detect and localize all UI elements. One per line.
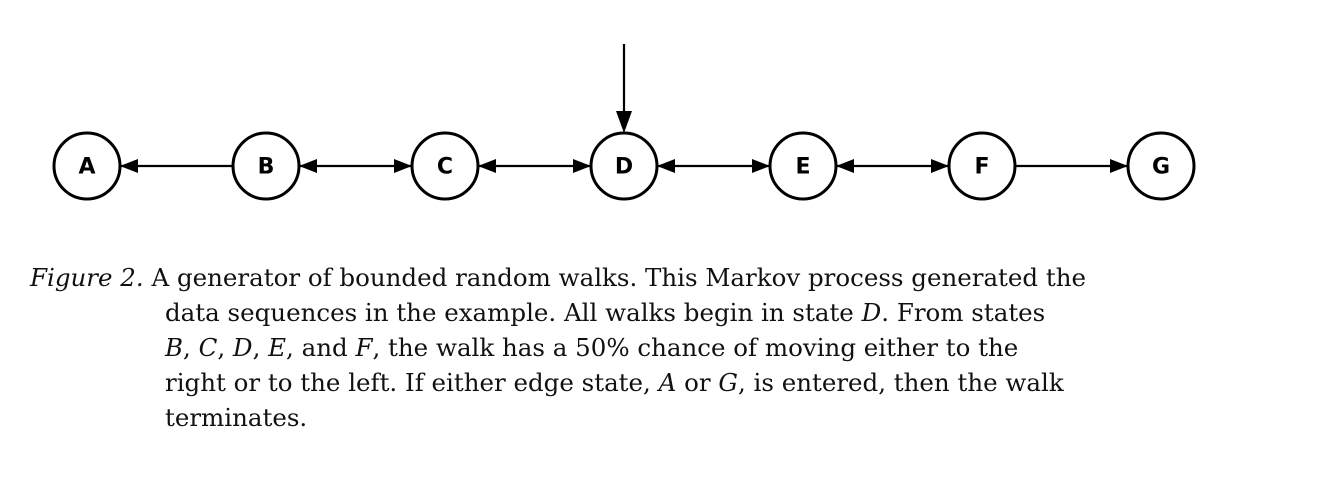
- caption-text: right or to the left. If either edge sta…: [165, 368, 659, 397]
- state-symbol: D: [861, 298, 882, 327]
- edges-layer: [120, 159, 1128, 173]
- arrowhead-f-to-g: [1110, 159, 1128, 173]
- arrowhead-b-to-c: [394, 159, 412, 173]
- caption-text: , the walk has a 50% chance of moving ei…: [372, 333, 1019, 362]
- caption-text: ,: [217, 333, 233, 362]
- state-node-b: B: [231, 131, 301, 201]
- state-symbol: G: [718, 368, 738, 397]
- figure-caption: Figure 2. A generator of bounded random …: [30, 260, 1280, 435]
- start-arrowhead: [616, 111, 632, 133]
- arrowhead-e-to-d: [657, 159, 675, 173]
- arrowhead-c-to-d: [573, 159, 591, 173]
- arrowhead-c-to-b: [299, 159, 317, 173]
- state-label: B: [258, 155, 275, 180]
- state-node-g: G: [1126, 131, 1196, 201]
- state-node-e: E: [768, 131, 838, 201]
- arrowhead-d-to-e: [752, 159, 770, 173]
- caption-text: ,: [252, 333, 269, 362]
- caption-text: data sequences in the example. All walks…: [165, 298, 862, 327]
- state-symbol: D: [232, 333, 253, 362]
- state-circle: [947, 131, 1017, 201]
- caption-line-2: data sequences in the example. All walks…: [30, 295, 1280, 330]
- caption-text: , is entered, then the walk: [737, 368, 1064, 397]
- state-circle: [1126, 131, 1196, 201]
- state-symbol: C: [198, 333, 218, 362]
- state-circle: [231, 131, 301, 201]
- random-walk-diagram: A B C D E F G: [52, 44, 1196, 201]
- state-label: F: [974, 155, 989, 180]
- state-node-a: A: [52, 131, 122, 201]
- figure-label: Figure 2.: [30, 263, 144, 292]
- state-label: E: [795, 155, 810, 180]
- arrowhead-f-to-e: [836, 159, 854, 173]
- state-symbol: E: [268, 333, 287, 362]
- state-circle: [52, 131, 122, 201]
- state-symbol: A: [658, 368, 677, 397]
- state-circle: [410, 131, 480, 201]
- arrowhead-d-to-c: [478, 159, 496, 173]
- caption-line-3: B, C, D, E, and F, the walk has a 50% ch…: [30, 330, 1280, 365]
- state-node-d: D: [589, 131, 659, 201]
- state-node-c: C: [410, 131, 480, 201]
- caption-text: or: [676, 368, 719, 397]
- caption-line-1: Figure 2. A generator of bounded random …: [30, 260, 1280, 295]
- state-label: A: [78, 155, 95, 180]
- state-symbol: F: [355, 333, 373, 362]
- caption-line-5: terminates.: [30, 400, 1280, 435]
- state-circle: [768, 131, 838, 201]
- caption-line-4: right or to the left. If either edge sta…: [30, 365, 1280, 400]
- state-label: D: [615, 155, 633, 180]
- state-label: C: [437, 155, 453, 180]
- caption-text-1: A generator of bounded random walks. Thi…: [151, 263, 1086, 292]
- start-arrow: [616, 44, 632, 133]
- nodes-layer: A B C D E F G: [52, 131, 1196, 201]
- state-symbol: B: [165, 333, 184, 362]
- caption-text: , and: [286, 333, 356, 362]
- arrowhead-e-to-f: [931, 159, 949, 173]
- caption-text: . From states: [881, 298, 1046, 327]
- state-label: G: [1152, 155, 1170, 180]
- caption-text: ,: [183, 333, 199, 362]
- state-circle: [589, 131, 659, 201]
- arrowhead-b-to-a: [120, 159, 138, 173]
- caption-text: terminates.: [165, 403, 308, 432]
- state-node-f: F: [947, 131, 1017, 201]
